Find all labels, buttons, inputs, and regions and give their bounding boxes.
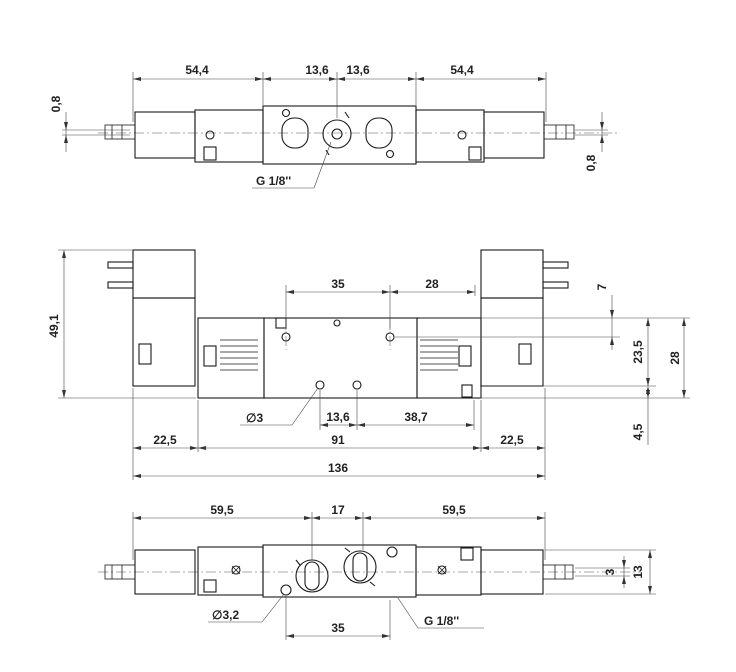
front-dim-total-width: 136 xyxy=(328,461,348,475)
front-dim-holes-left: 35 xyxy=(331,277,345,291)
front-dim-left: 22,5 xyxy=(153,433,177,447)
top-view-dimensions: 54,4 13,6 13,6 54,4 0,8 0,8 G 1/8'' xyxy=(49,63,608,189)
bottom-dim-small-a: 3 xyxy=(603,568,617,575)
bottom-view-dimensions: 59,5 17 59,5 3 13 ∅3,2 3 xyxy=(132,503,656,640)
top-dim-left: 54,4 xyxy=(185,63,209,77)
front-view-body xyxy=(197,317,482,399)
front-hole-diameter: ∅3 xyxy=(246,411,263,425)
top-dim-offset-right: 0,8 xyxy=(584,154,598,171)
front-view: 49,1 35 28 7 23,5 xyxy=(47,249,690,480)
top-dim-mid-right: 13,6 xyxy=(346,63,370,77)
front-dim-height: 49,1 xyxy=(47,314,61,338)
bottom-dim-left: 59,5 xyxy=(210,503,234,517)
front-dim-bottom-offset: 4,5 xyxy=(631,423,645,440)
top-dim-offset-left: 0,8 xyxy=(49,95,63,112)
top-dim-right: 54,4 xyxy=(450,63,474,77)
front-dim-holes-right: 28 xyxy=(425,277,439,291)
front-dim-hole-right: 38,7 xyxy=(404,410,428,424)
bottom-view-ports xyxy=(295,547,377,593)
top-port-label: G 1/8'' xyxy=(256,174,291,188)
front-dim-top-offset: 7 xyxy=(595,283,609,290)
top-view-ports xyxy=(281,111,393,156)
front-dim-total-right: 28 xyxy=(668,351,682,365)
front-dim-body-width: 91 xyxy=(331,433,345,447)
bottom-hole-diameter: ∅3,2 xyxy=(212,608,239,622)
bottom-dim-mid: 17 xyxy=(331,503,345,517)
bottom-dim-small-b: 13 xyxy=(631,565,645,579)
top-view-body xyxy=(98,105,618,165)
bottom-dim-holes: 35 xyxy=(331,621,345,635)
bottom-dim-right: 59,5 xyxy=(442,503,466,517)
front-view-dimensions: 49,1 35 28 7 23,5 xyxy=(47,249,690,480)
bottom-view-body xyxy=(98,544,640,598)
front-dim-body-height: 23,5 xyxy=(631,340,645,364)
bottom-port-label: G 1/8'' xyxy=(424,614,459,628)
top-dim-mid-left: 13,6 xyxy=(305,63,329,77)
top-view: 54,4 13,6 13,6 54,4 0,8 0,8 G 1/8'' xyxy=(49,63,618,189)
front-dim-hole-spacing: 13,6 xyxy=(326,410,350,424)
front-dim-right: 22,5 xyxy=(500,433,524,447)
bottom-view: 59,5 17 59,5 3 13 ∅3,2 3 xyxy=(98,503,656,640)
